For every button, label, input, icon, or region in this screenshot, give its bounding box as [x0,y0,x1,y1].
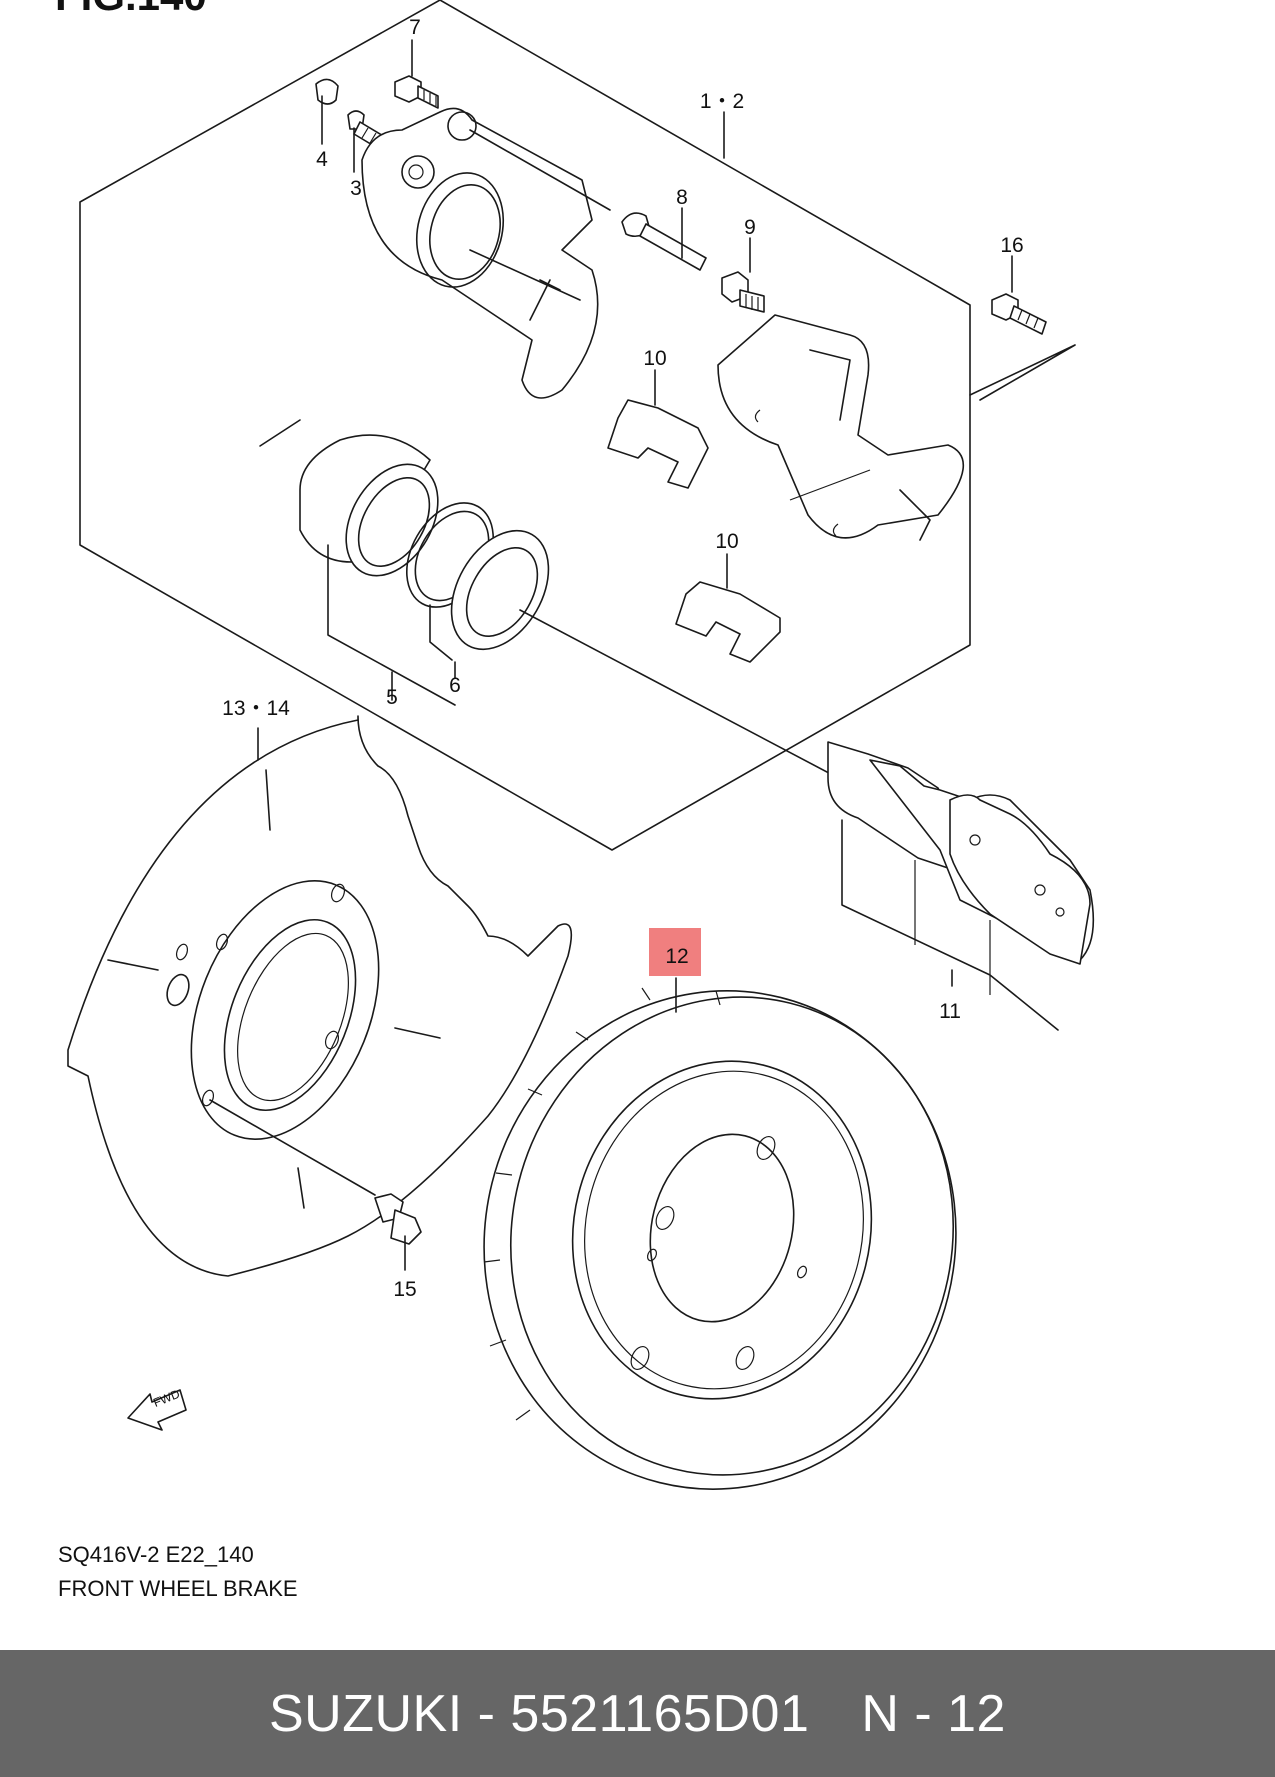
callout-12-highlight [649,928,701,976]
piston-part [299,434,439,577]
caliper-bracket-part [717,314,964,541]
brake-pads-part [827,741,1095,1031]
callout-6: 6 [449,674,461,697]
callout-13-14: 13・14 [222,697,290,720]
callout-7: 7 [409,16,421,39]
leader-lines [257,39,1013,1271]
part-number-footer: SUZUKI - 5521165D01 N - 12 [0,1650,1275,1777]
callout-4: 4 [316,148,328,171]
callout-10-lower: 10 [715,530,738,553]
fwd-direction-arrow: FWD [127,1387,187,1431]
leader-bracket-6 [429,604,453,661]
dust-shield-part [67,715,573,1277]
pad-leader-lines [259,419,301,447]
callout-3: 3 [350,177,362,200]
callout-15: 15 [393,1278,416,1301]
caliper-assembly-frame [79,0,971,851]
callout-labels: 7 4 3 1・2 8 9 16 10 10 5 6 13・14 12 11 1… [222,16,1024,1301]
footer-reference: N - 12 [861,1684,1006,1743]
callout-16: 16 [1000,234,1023,257]
callout-11: 11 [939,1000,961,1023]
brake-parts-diagram: FIG.140 [55,0,1095,1490]
bleeder-cap-part [315,78,339,105]
piston-axis-line [519,609,881,801]
dust-boot-inner [465,547,539,637]
bleeder-bolt-part [394,75,439,109]
dust-boot-part [450,529,550,651]
caliper-axis-line [469,249,581,301]
callout-8: 8 [676,186,688,209]
brake-disc-part [483,987,957,1490]
bracket-guide-line [969,344,1076,401]
footer-brand-part-number: SUZUKI - 5521165D01 [269,1684,810,1743]
callout-1-2: 1・2 [700,90,744,113]
figure-name: FRONT WHEEL BRAKE [58,1576,298,1601]
model-code: SQ416V-2 E22_140 [58,1542,254,1567]
callout-12: 12 [665,945,688,968]
figure-title: FIG.140 [55,0,207,19]
guide-pin-part [621,212,707,271]
pad-clip-upper-part [607,399,709,489]
bushing-part [721,271,765,313]
bracket-bolt-part [991,293,1047,335]
pad-clip-lower-part [675,581,781,663]
callout-9: 9 [744,216,756,239]
callout-5: 5 [386,686,398,709]
callout-10-upper: 10 [643,347,666,370]
shield-bolt-part [374,1193,422,1245]
caliper-body-part [361,107,611,399]
leader-bracket-5 [327,544,456,706]
